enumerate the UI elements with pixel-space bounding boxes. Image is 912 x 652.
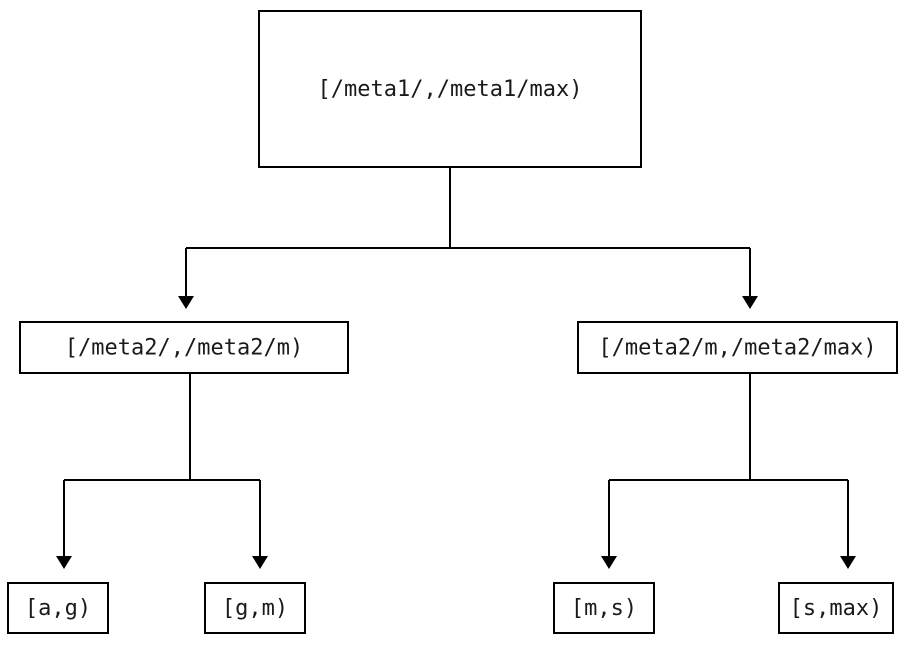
node-leaf-1[interactable]: [a,g) [6,581,110,635]
edge-group [56,167,856,569]
node-root-label: [/meta1/,/meta1/max) [318,77,583,102]
node-leaf-4[interactable]: [s,max) [777,581,895,635]
node-leaf-2[interactable]: [g,m) [203,581,307,635]
node-leaf-2-box[interactable] [203,581,307,635]
node-group: [/meta1/,/meta1/max) [/meta2/,/meta2/m) … [6,9,899,635]
node-mid-left-box[interactable] [18,320,350,375]
node-leaf-1-box[interactable] [6,581,110,635]
node-mid-left[interactable]: [/meta2/,/meta2/m) [18,320,350,375]
node-leaf-4-box[interactable] [777,581,895,635]
node-leaf-2-label: [g,m) [222,596,288,621]
node-leaf-1-label: [a,g) [25,596,91,621]
node-leaf-3-label: [m,s) [571,596,637,621]
node-root[interactable]: [/meta1/,/meta1/max) [257,9,643,169]
node-mid-right-label: [/meta2/m,/meta2/max) [598,336,876,361]
arrowhead-to-leaf-1 [56,556,72,569]
node-leaf-3[interactable]: [m,s) [552,581,656,635]
arrowhead-to-mid-left [178,296,194,309]
node-mid-left-label: [/meta2/,/meta2/m) [65,336,303,361]
node-leaf-3-box[interactable] [552,581,656,635]
node-mid-right-box[interactable] [576,320,899,375]
arrowhead-to-leaf-4 [840,556,856,569]
node-root-box[interactable] [257,9,643,169]
arrowhead-to-mid-right [742,296,758,309]
node-mid-right[interactable]: [/meta2/m,/meta2/max) [576,320,899,375]
arrowhead-to-leaf-3 [601,556,617,569]
node-leaf-4-label: [s,max) [790,596,883,621]
arrowhead-to-leaf-2 [252,556,268,569]
